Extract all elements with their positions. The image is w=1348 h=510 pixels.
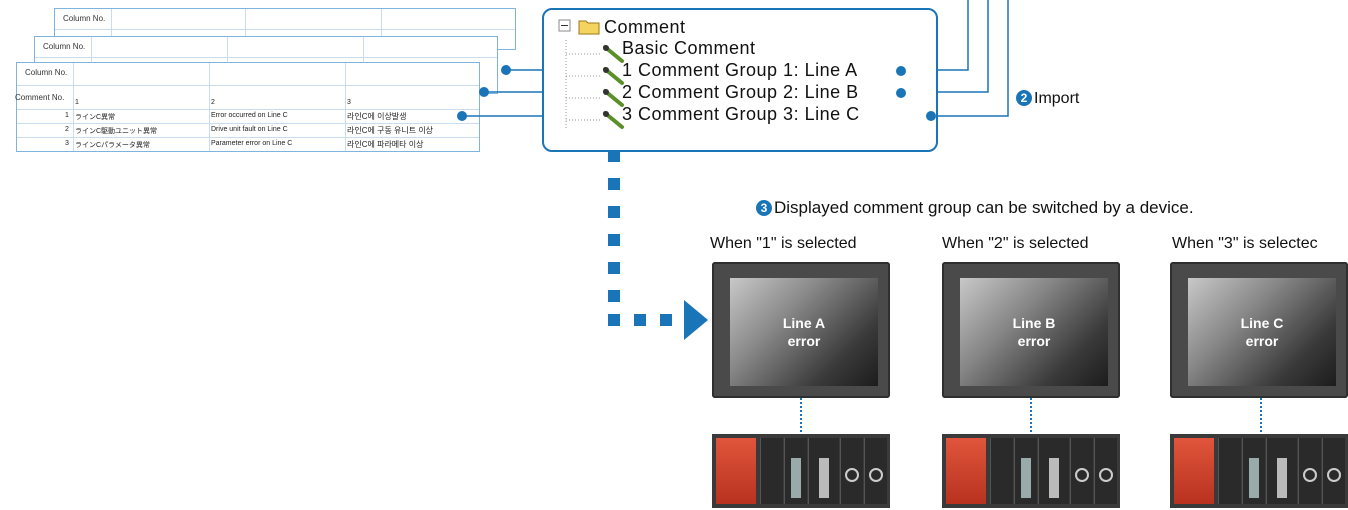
row-kr: 라인C에 파라메타 이상: [347, 140, 424, 149]
route-dot: [608, 178, 620, 190]
group-3-dot: [926, 111, 936, 121]
row-jp: ラインC異常: [75, 114, 116, 121]
wrench-icon: [602, 110, 626, 135]
row-jp: ラインCパラメータ異常: [75, 142, 150, 149]
folder-icon: [578, 18, 600, 40]
arrow-right-icon: [684, 300, 708, 340]
link-dots: [800, 398, 802, 432]
route-dot: [608, 206, 620, 218]
hmi-screen-1: Line A error: [730, 278, 878, 386]
hmi-monitor-2: Line B error: [942, 262, 1120, 398]
col-number-2: 2: [211, 99, 215, 106]
tree-item-group-2[interactable]: 2 Comment Group 2: Line B: [622, 82, 859, 102]
col-number-3: 3: [347, 99, 351, 106]
link-dots: [1260, 398, 1262, 432]
row-no: 3: [65, 140, 69, 147]
hmi-monitor-1: Line A error: [712, 262, 890, 398]
step-2-badge: 2: [1016, 90, 1032, 106]
comment-tree-panel: Comment Basic Comment 1 Comment Group 1:…: [542, 8, 938, 152]
hmi-monitor-3: Line C error: [1170, 262, 1348, 398]
row-no: 1: [65, 112, 69, 119]
link-dots: [1030, 398, 1032, 432]
plc-unit-1: [712, 434, 890, 508]
row-jp: ラインC駆動ユニット異常: [75, 128, 158, 135]
row-kr: 라인C에 구동 유니트 이상: [347, 126, 434, 135]
tree-item-basic-comment[interactable]: Basic Comment: [622, 38, 756, 58]
route-dot: [608, 314, 620, 326]
route-dot: [608, 234, 620, 246]
route-dot: [608, 262, 620, 274]
tree-lines: [558, 19, 600, 128]
route-dot: [608, 150, 620, 162]
column-no-label: Column No.: [25, 68, 68, 77]
panel-caption-1: When "1" is selected: [710, 235, 857, 252]
comment-no-label: Comment No.: [15, 93, 65, 102]
col-number-1: 1: [75, 99, 79, 106]
hmi-screen-3: Line C error: [1188, 278, 1336, 386]
plc-unit-3: [1170, 434, 1348, 508]
row-en: Error occurred on Line C: [211, 112, 288, 119]
row-kr: 라인C에 이상발생: [347, 112, 407, 121]
tree-item-group-1[interactable]: 1 Comment Group 1: Line A: [622, 60, 858, 80]
switch-text: Displayed comment group can be switched …: [774, 198, 1194, 217]
wrench-icon: [602, 66, 626, 91]
panel-caption-2: When "2" is selected: [942, 235, 1089, 252]
row-en: Drive unit fault on Line C: [211, 126, 288, 133]
wrench-icon: [602, 44, 626, 69]
column-no-label: Column No.: [63, 14, 106, 23]
wrench-icon: [602, 88, 626, 113]
sheet-front: Column No. Comment No. 1 2 3 1 ラインC異常 Er…: [15, 62, 480, 152]
step-3-badge: 3: [756, 200, 772, 216]
route-dot: [608, 290, 620, 302]
plc-unit-2: [942, 434, 1120, 508]
panel-caption-3: When "3" is selectec: [1172, 235, 1318, 252]
column-no-label: Column No.: [43, 42, 86, 51]
tree-item-group-3[interactable]: 3 Comment Group 3: Line C: [622, 104, 860, 124]
import-text: Import: [1034, 90, 1080, 107]
route-dot: [660, 314, 672, 326]
row-en: Parameter error on Line C: [211, 140, 293, 147]
route-dot: [634, 314, 646, 326]
group-1-dot: [896, 66, 906, 76]
row-no: 2: [65, 126, 69, 133]
group-2-dot: [896, 88, 906, 98]
tree-root-label[interactable]: Comment: [604, 17, 686, 37]
hmi-screen-2: Line B error: [960, 278, 1108, 386]
